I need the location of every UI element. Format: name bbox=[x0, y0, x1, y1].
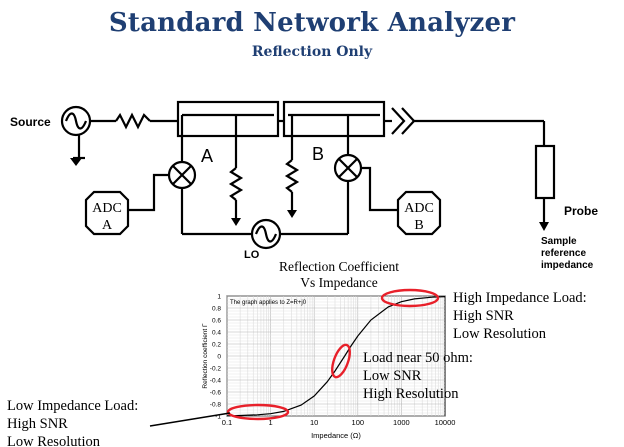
adc-b-box bbox=[396, 190, 442, 236]
coupler-1 bbox=[176, 100, 280, 138]
chart-grid bbox=[226, 295, 445, 417]
source-label: Source bbox=[10, 115, 51, 129]
x-tick-label: 0.1 bbox=[222, 418, 232, 427]
mid-impedance-line-2: Low SNR bbox=[363, 368, 422, 384]
low-impedance-line-3: Low Resolution bbox=[7, 434, 101, 447]
x-tick-label: 1000 bbox=[393, 418, 410, 427]
sample-label-3: impedance bbox=[541, 260, 594, 271]
sample-label-1: Sample bbox=[541, 236, 577, 247]
y-tick-label: 0 bbox=[217, 354, 221, 361]
low-impedance-pointer bbox=[149, 412, 231, 427]
adc-b-label-1: ADC bbox=[404, 201, 434, 216]
low-impedance-line-2: High SNR bbox=[7, 416, 68, 432]
mixer-b-label: B bbox=[312, 144, 324, 164]
high-impedance-highlight bbox=[380, 288, 440, 308]
x-tick-label: 10000 bbox=[435, 418, 456, 427]
lo-source-icon bbox=[250, 218, 282, 250]
y-tick-label: -0.6 bbox=[210, 390, 222, 397]
series-resistor-icon bbox=[115, 112, 151, 130]
lo-label: LO bbox=[244, 249, 260, 261]
y-tick-label: -0.2 bbox=[210, 366, 222, 373]
connector-icon bbox=[391, 107, 406, 135]
high-impedance-line-3: Low Resolution bbox=[453, 326, 547, 342]
high-impedance-line-1: High Impedance Load: bbox=[453, 290, 587, 306]
probe-label: Probe bbox=[564, 204, 598, 218]
coupler-2 bbox=[282, 100, 386, 138]
x-axis-label: Impedance (Ω) bbox=[311, 431, 361, 440]
y-tick-label: -0.4 bbox=[210, 378, 222, 385]
y-tick-label: -1 bbox=[215, 414, 221, 421]
adc-a-box bbox=[84, 190, 130, 236]
slide-subtitle: Reflection Only bbox=[251, 44, 373, 60]
probe-element bbox=[534, 144, 556, 200]
adc-a-label-1: ADC bbox=[92, 201, 122, 216]
x-tick-label: 1 bbox=[269, 418, 273, 427]
sample-label-2: reference bbox=[541, 248, 586, 259]
inset-note: The graph applies to Z=R+j0 bbox=[230, 300, 307, 306]
source-wave-icon bbox=[64, 112, 88, 130]
y-tick-label: 1 bbox=[217, 294, 221, 301]
y-tick-label: 0.6 bbox=[212, 318, 221, 325]
adc-a-label-2: A bbox=[102, 218, 113, 233]
analyzer-circuit: Source bbox=[10, 100, 598, 271]
mixer-a-label: A bbox=[201, 146, 213, 166]
plot-title-line-2: Vs Impedance bbox=[300, 275, 378, 290]
y-tick-label: 0.4 bbox=[212, 330, 221, 337]
high-impedance-line-2: High SNR bbox=[453, 308, 514, 324]
low-impedance-line-1: Low Impedance Load: bbox=[7, 398, 138, 414]
mid-impedance-line-3: High Resolution bbox=[363, 386, 459, 402]
adc-b-label-2: B bbox=[414, 218, 423, 233]
near-50-ohm-highlight bbox=[331, 343, 351, 379]
termination-resistor-2-icon bbox=[284, 159, 300, 193]
x-axis-ticks: 0.1 1 10 100 1000 10000 bbox=[222, 418, 456, 427]
slide-title: Standard Network Analyzer bbox=[108, 8, 516, 38]
plot-title-line-1: Reflection Coefficient bbox=[279, 259, 399, 274]
low-impedance-highlight bbox=[226, 403, 290, 421]
series-line bbox=[226, 296, 446, 417]
y-axis-label: Reflection coefficient Γ bbox=[202, 323, 209, 389]
mid-impedance-line-1: Load near 50 ohm: bbox=[363, 350, 473, 366]
termination-resistor-1-icon bbox=[228, 167, 244, 201]
y-tick-label: -0.8 bbox=[210, 402, 222, 409]
x-tick-label: 100 bbox=[352, 418, 365, 427]
x-tick-label: 10 bbox=[310, 418, 318, 427]
y-tick-label: 0.8 bbox=[212, 306, 221, 313]
y-tick-label: 0.2 bbox=[212, 342, 221, 349]
y-axis-ticks: 1 0.8 0.6 0.4 0.2 0 -0.2 -0.4 -0.6 -0.8 -1 bbox=[210, 294, 222, 421]
